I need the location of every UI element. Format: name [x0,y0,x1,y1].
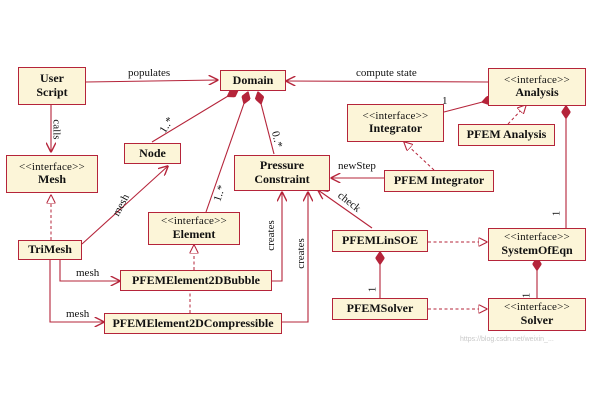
class-trimesh-name: TriMesh [28,242,72,257]
class-domain-name: Domain [232,72,274,87]
edge-mesh-bubble [59,260,120,281]
class-solver[interactable]: <<interface>> Solver [488,298,586,331]
edge-domain-node [151,90,238,143]
class-mesh-stereotype: <<interface>> [19,160,85,173]
class-integrator-name: Integrator [368,121,423,136]
class-system-of-eqn-name: SystemOfEqn [501,242,573,257]
class-pressure-constraint-name: Pressure Constraint [254,158,310,186]
mult-solver-soe: 1 [520,292,533,299]
class-pfem-analysis[interactable]: PFEM Analysis [458,124,555,146]
mult-analysis-integrator: 1 [442,95,448,107]
edge-populates [85,80,218,82]
edge-mesh-compressible [49,260,104,322]
class-integrator[interactable]: <<interface>> Integrator [347,104,444,142]
class-system-of-eqn[interactable]: <<interface>> SystemOfEqn [488,228,586,261]
class-analysis-name: Analysis [515,85,559,100]
class-solver-name: Solver [520,312,554,327]
edge-analysis-integrator [443,99,494,113]
edge-mesh-node [81,166,168,245]
class-domain[interactable]: Domain [220,70,286,91]
class-pfem-integrator[interactable]: PFEM Integrator [384,170,494,192]
watermark: https://blog.csdn.net/weixin_... [460,336,554,343]
class-element[interactable]: <<interface>> Element [148,212,240,245]
class-trimesh[interactable]: TriMesh [18,240,82,260]
edge-creates-compressible [282,192,308,323]
edge-creates-bubble [272,192,282,282]
class-mesh[interactable]: <<interface>> Mesh [6,155,98,193]
class-mesh-name: Mesh [38,172,66,187]
mult-analysis-soe: 1 [550,210,563,217]
class-pfem-element-2d-compressible[interactable]: PFEMElement2DCompressible [104,313,282,334]
edge-domain-element [205,92,248,213]
label-compute-state: compute state [356,67,417,79]
class-analysis[interactable]: <<interface>> Analysis [488,68,586,106]
class-pfem-element-2d-bubble[interactable]: PFEMElement2DBubble [120,270,272,291]
class-pfem-element-2d-bubble-name: PFEMElement2DBubble [132,272,260,287]
label-mesh-compressible: mesh [66,308,90,320]
class-analysis-stereotype: <<interface>> [504,73,570,86]
class-pfem-solver[interactable]: PFEMSolver [332,298,428,320]
class-node[interactable]: Node [124,143,181,164]
class-user-script[interactable]: User Script [18,67,86,105]
edge-pfemanalysis-analysis [507,105,526,125]
class-pfem-linsoe[interactable]: PFEMLinSOE [332,230,428,252]
class-node-name: Node [139,145,166,160]
mult-linsoe-solver: 1 [366,286,379,293]
label-creates-bubble: creates [264,220,277,251]
class-element-name: Element [172,226,216,241]
class-pfem-analysis-name: PFEM Analysis [466,127,547,142]
class-solver-stereotype: <<interface>> [504,301,570,314]
class-user-script-name: User Script [36,71,68,99]
class-integrator-stereotype: <<interface>> [362,109,429,122]
edge-check [318,190,373,229]
class-pfem-integrator-name: PFEM Integrator [393,173,485,188]
label-creates-compressible: creates [294,238,307,269]
class-pfem-solver-name: PFEMSolver [346,301,414,316]
label-populates: populates [128,67,171,79]
edge-pfemintegrator-integrator [404,142,435,171]
class-pfem-element-2d-compressible-name: PFEMElement2DCompressible [112,315,274,330]
class-pressure-constraint[interactable]: Pressure Constraint [234,155,330,191]
label-new-step: newStep [338,160,376,172]
class-system-of-eqn-stereotype: <<interface>> [504,231,570,244]
class-pfem-linsoe-name: PFEMLinSOE [341,233,418,248]
label-calls: calls [50,119,63,140]
class-element-stereotype: <<interface>> [161,215,227,228]
label-mesh-bubble: mesh [76,267,100,279]
edge-compute-state [286,81,489,82]
edge-domain-pressure [258,92,275,155]
